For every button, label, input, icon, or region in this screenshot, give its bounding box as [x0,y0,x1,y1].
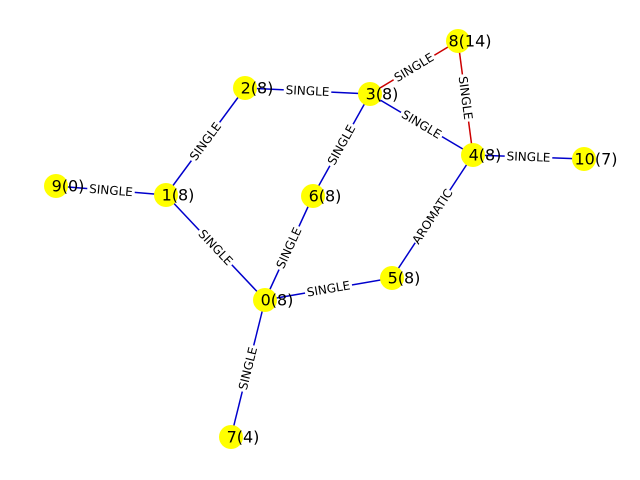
node-label: 8(14) [448,32,491,51]
edges-layer [55,40,585,438]
edge-label: SINGLE [89,182,134,200]
node-circle [253,288,277,312]
node-10: 10(7) [572,147,618,171]
node-circle [461,143,485,167]
edge-label-background [283,82,332,100]
edge-label-group: SINGLE [194,225,237,270]
edge-label-background [397,106,446,143]
edge-label-background [390,49,438,86]
node-2: 2(8) [233,76,273,100]
edge-label-background [303,278,354,300]
node-label: 9(0) [52,177,85,196]
edge-label: AROMATIC [409,186,455,246]
edge-label: SINGLE [306,278,351,299]
edge-label-background [235,343,261,394]
node-label: 5(8) [388,269,421,288]
nodes-layer: 0(8) 1(8) 2(8) 3(8) 4(8) 5(8) 6(8) 7(4) 8(14) 9(0… [44,29,618,449]
node-8: 8(14) [446,29,492,53]
edge-label-background [272,223,306,273]
edge-label: SINGLE [187,120,224,163]
node-label: 0(8) [261,291,294,310]
edge-label-background [86,181,136,200]
node-circle [301,184,325,208]
node-0: 0(8) [253,288,293,312]
edge-label: SINGLE [285,83,329,99]
node-circle [44,174,68,198]
node-label: 3(8) [366,85,399,104]
edge-label: SINGLE [273,225,304,271]
edge-label: SINGLE [195,227,235,268]
edge-label-group: SINGLE [455,73,476,123]
node-label: 10(7) [574,150,617,169]
node-circle [233,76,257,100]
edge-label-background [194,225,237,270]
edge-label-group: SINGLE [390,49,438,86]
node-circle [446,29,470,53]
edge-label-background [185,118,226,165]
node-circle [358,82,382,106]
node-6: 6(8) [301,184,341,208]
edge-label-group: SINGLE [272,223,306,273]
node-label: 6(8) [309,187,342,206]
edge-label: SINGLE [456,75,476,120]
edge-label-group: SINGLE [303,278,354,300]
node-label: 4(8) [469,146,502,165]
edge-label: SINGLE [236,346,260,392]
edge-label: SINGLE [392,50,437,85]
node-circle [380,266,404,290]
node-7: 7(4) [219,425,259,449]
node-4: 4(8) [461,143,501,167]
edge-label-group: SINGLE [397,106,446,143]
edge-label-background [409,186,456,247]
node-label: 2(8) [241,79,274,98]
edge-label-background [323,120,360,170]
edge-label-group: AROMATIC [409,186,455,246]
edge-label: SINGLE [506,149,550,165]
edge-label-group: SINGLE [504,149,553,165]
node-circle [572,147,596,171]
node-5: 5(8) [380,266,420,290]
edge-label-background [455,73,476,123]
node-label: 1(8) [162,186,195,205]
edge-label: SINGLE [325,123,359,168]
edge-label-group: SINGLE [283,82,332,100]
edge-label-background [504,149,553,165]
node-circle [154,183,178,207]
edge-label-group: SINGLE [86,181,136,200]
node-9: 9(0) [44,174,84,198]
edge-label-group: SINGLE [185,118,226,165]
node-label: 7(4) [227,428,260,447]
node-1: 1(8) [154,183,194,207]
node-circle [219,425,243,449]
node-3: 3(8) [358,82,398,106]
edge-label-group: SINGLE [235,343,261,394]
edge-label: SINGLE [399,107,444,141]
edge-label-group: SINGLE [323,120,360,170]
